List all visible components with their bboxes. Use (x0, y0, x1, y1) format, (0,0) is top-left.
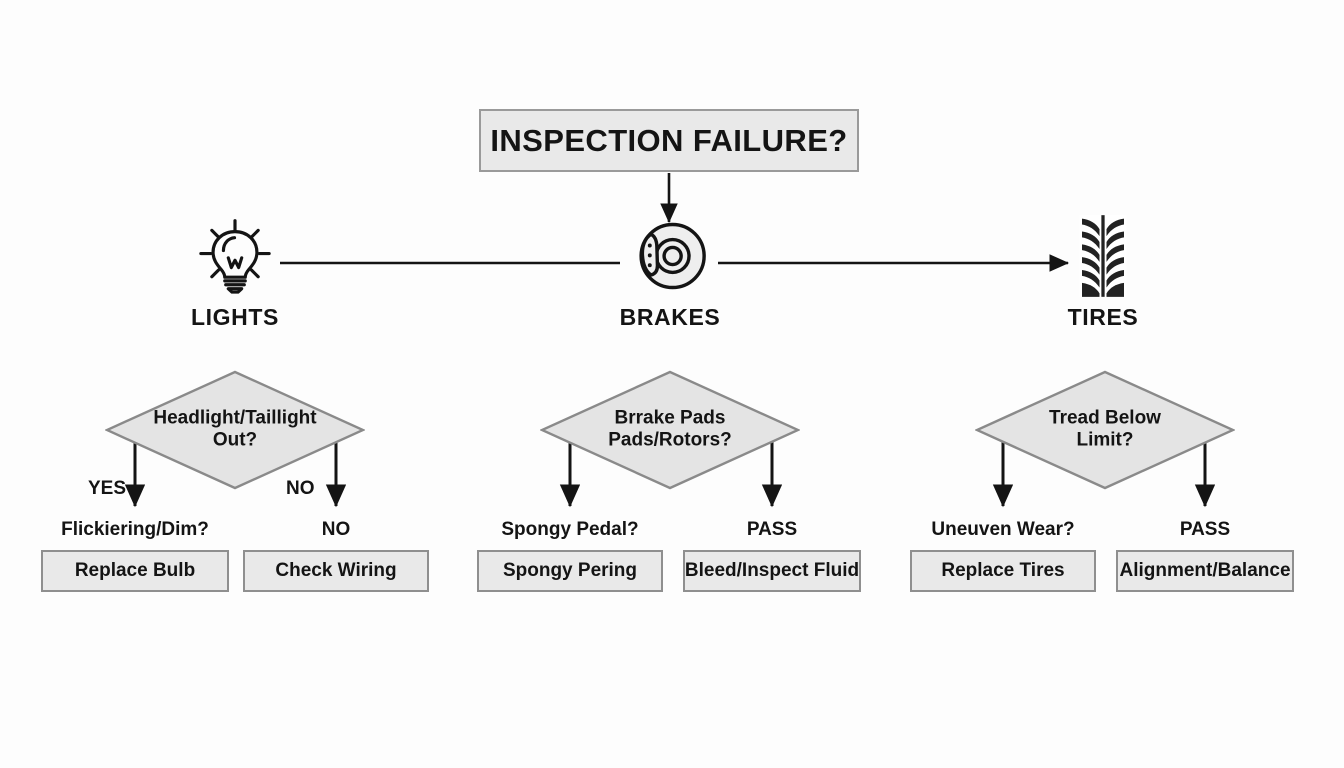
result-box-label: Replace Tires (941, 560, 1065, 581)
page-title: INSPECTION FAILURE? (490, 122, 848, 158)
branch-label-lights-no: NO (286, 478, 315, 499)
result-label-tires-right: PASS (1179, 519, 1231, 540)
category-lights: LIGHTS (140, 214, 330, 331)
decision-tires: Tread Below Limit? (974, 370, 1236, 490)
result-label-lights-left: Flickiering/Dim? (61, 519, 209, 540)
category-label-lights: LIGHTS (191, 304, 279, 330)
title-box: INSPECTION FAILURE? (479, 109, 859, 172)
result-box-replace-tires[interactable]: Replace Tires (910, 550, 1096, 592)
diamond-shape (539, 370, 801, 490)
result-box-check-wiring[interactable]: Check Wiring (243, 550, 429, 592)
category-tires: TIRES (1008, 214, 1198, 331)
result-box-label: Alignment/Balance (1119, 560, 1291, 581)
result-label-brakes-right: PASS (746, 519, 798, 540)
decision-lights: Headlight/Taillight Out? (104, 370, 366, 490)
category-label-brakes: BRAKES (619, 304, 721, 330)
tire-tread-icon (1008, 214, 1198, 298)
result-box-bleed-inspect-fluid[interactable]: Bleed/Inspect Fluid (683, 550, 861, 592)
decision-brakes: Brrake Pads Pads/Rotors? (539, 370, 801, 490)
category-brakes: BRAKES (575, 214, 765, 331)
result-box-label: Bleed/Inspect Fluid (684, 560, 860, 581)
branch-label-lights-yes: YES (88, 478, 127, 499)
result-label-lights-right: NO (321, 519, 351, 540)
result-box-spongy-pering[interactable]: Spongy Pering (477, 550, 663, 592)
result-label-tires-left: Uneuven Wear? (931, 519, 1075, 540)
diamond-shape (974, 370, 1236, 490)
decision-text-tires: Tread Below Limit? (1049, 407, 1161, 451)
result-box-alignment-balance[interactable]: Alignment/Balance (1116, 550, 1294, 592)
category-label-tires: TIRES (1067, 304, 1139, 330)
diamond-shape (104, 370, 366, 490)
lightbulb-icon (140, 214, 330, 298)
result-box-replace-bulb[interactable]: Replace Bulb (41, 550, 229, 592)
result-box-label: Spongy Pering (502, 560, 638, 581)
decision-text-lights: Headlight/Taillight Out? (153, 407, 317, 451)
decision-text-brakes: Brrake Pads Pads/Rotors? (608, 407, 732, 451)
result-box-label: Check Wiring (275, 560, 397, 581)
result-box-label: Replace Bulb (74, 560, 196, 581)
brake-disc-icon (575, 214, 765, 298)
result-label-brakes-left: Spongy Pedal? (501, 519, 639, 540)
